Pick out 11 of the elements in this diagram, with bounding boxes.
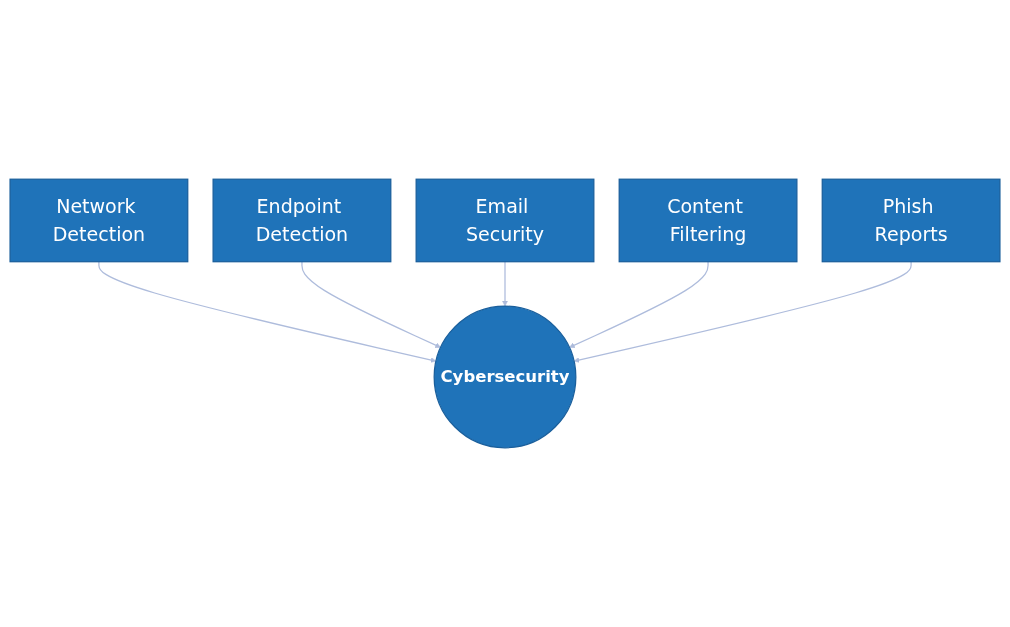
arrow xyxy=(573,261,912,363)
arrow xyxy=(502,261,508,307)
node-box: Content Filtering xyxy=(618,178,798,263)
node-box: Network Detection xyxy=(9,178,189,263)
arrow xyxy=(301,261,441,348)
node-box: Phish Reports xyxy=(821,178,1001,263)
node-box: Email Security xyxy=(415,178,595,263)
arrow xyxy=(98,261,437,363)
arrow xyxy=(569,261,709,348)
node-circle: Cybersecurity xyxy=(433,305,577,449)
node-box: Endpoint Detection xyxy=(212,178,392,263)
